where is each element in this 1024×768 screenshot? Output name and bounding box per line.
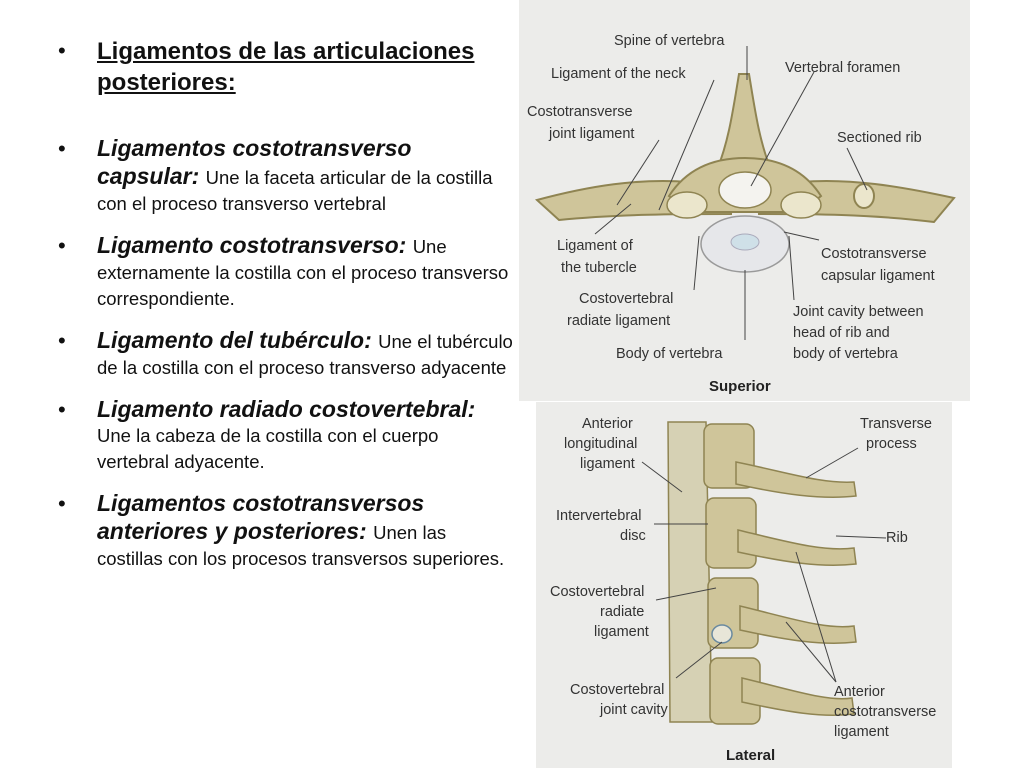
lateral-spine-illustration: Anterior longitudinal ligament Transvers… [550, 416, 936, 764]
item-term: Ligamento costotransverso: [97, 232, 413, 258]
label-ant-costo-3: ligament [834, 724, 889, 740]
rib-shape-1 [735, 461, 857, 498]
label-cavity-2: head of rib and [793, 325, 890, 341]
figure-superior-view: Spine of vertebra Ligament of the neck V… [519, 0, 970, 401]
label-radiate-2: radiate [600, 604, 644, 620]
label-tubercle-2: the tubercle [561, 260, 637, 276]
figure-lateral-view: Anterior longitudinal ligament Transvers… [536, 402, 952, 768]
label-transverse-1: Transverse [860, 416, 932, 432]
bullet: • [58, 136, 66, 161]
item-description: Une la faceta articular de la costilla c… [97, 167, 493, 214]
item-description: Une la cabeza de la costilla con el cuer… [97, 425, 439, 472]
label-radiate-1: Costovertebral [550, 584, 644, 600]
label-capsular-1: Costotransverse [821, 246, 927, 262]
bullet: • [58, 233, 66, 258]
left-facet-shape [666, 191, 708, 219]
vertebral-foramen-shape [718, 171, 772, 209]
item-term: Ligamento radiado costovertebral: [97, 396, 476, 422]
label-disc-2: disc [620, 528, 646, 544]
list-item: • Ligamentos costotransverso capsular: U… [58, 134, 513, 217]
item-term: Ligamentos costotransversos anteriores y… [97, 490, 425, 544]
item-term: Ligamento del tubérculo: [97, 327, 379, 353]
bullet: • [58, 328, 66, 353]
item-description: Unen las costillas con los procesos tran… [97, 522, 505, 569]
list-item: • Ligamento radiado costovertebral: Une … [58, 395, 513, 475]
rib-shape-4 [741, 677, 855, 716]
label-body: Body of vertebra [616, 346, 723, 362]
label-cavity-1: Joint cavity between [793, 304, 924, 320]
label-ant-long-3: ligament [580, 456, 635, 472]
spinous-process-shape [715, 73, 773, 171]
bullet: • [58, 38, 66, 63]
label-disc-1: Intervertebral [556, 508, 641, 524]
bullet: • [58, 397, 66, 422]
label-neck-ligament: Ligament of the neck [551, 66, 686, 82]
rib-shape-2 [737, 529, 857, 566]
label-sectioned-rib: Sectioned rib [837, 130, 922, 146]
label-ant-long-2: longitudinal [564, 436, 637, 452]
joint-cavity-shape [711, 624, 733, 644]
label-rib: Rib [886, 530, 908, 546]
list-item: • Ligamentos costotransversos anteriores… [58, 489, 513, 572]
label-cavity-2: joint cavity [599, 702, 668, 718]
vertebral-body-core [730, 233, 760, 251]
label-costo-joint-2: joint ligament [548, 126, 634, 142]
caption-superior: Superior [709, 378, 771, 395]
list-item: • Ligamento costotransverso: Une externa… [58, 231, 513, 312]
item-description: Une el tubérculo de la costilla con el p… [97, 331, 513, 378]
slide-heading: Ligamentos de las articulaciones posteri… [97, 38, 475, 96]
label-radiate-2: radiate ligament [567, 313, 670, 329]
label-spine: Spine of vertebra [614, 33, 725, 49]
sectioned-rib-shape [853, 183, 875, 209]
list-item: • Ligamento del tubérculo: Une el tubérc… [58, 326, 513, 381]
label-costo-joint-1: Costotransverse [527, 104, 633, 120]
label-ant-long-1: Anterior [582, 416, 633, 432]
label-cavity-1: Costovertebral [570, 682, 664, 698]
right-facet-shape [780, 191, 822, 219]
bullet: • [58, 491, 66, 516]
heading-item: • Ligamentos de las articulaciones poste… [58, 36, 513, 98]
item-description: Une externamente la costilla con el proc… [97, 236, 509, 309]
rib-shape-3 [739, 605, 857, 644]
label-radiate-3: ligament [594, 624, 649, 640]
label-cavity-3: body of vertebra [793, 346, 899, 362]
label-ant-costo-2: costotransverse [834, 704, 936, 720]
label-foramen: Vertebral foramen [785, 60, 900, 76]
label-tubercle-1: Ligament of [557, 238, 634, 254]
caption-lateral: Lateral [726, 747, 775, 764]
label-capsular-2: capsular ligament [821, 268, 935, 284]
superior-vertebra-illustration: Spine of vertebra Ligament of the neck V… [527, 33, 956, 395]
label-ant-costo-1: Anterior [834, 684, 885, 700]
text-column: • Ligamentos de las articulaciones poste… [58, 36, 513, 586]
label-radiate-1: Costovertebral [579, 291, 673, 307]
label-transverse-2: process [866, 436, 917, 452]
item-term: Ligamentos costotransverso capsular: [97, 135, 412, 189]
